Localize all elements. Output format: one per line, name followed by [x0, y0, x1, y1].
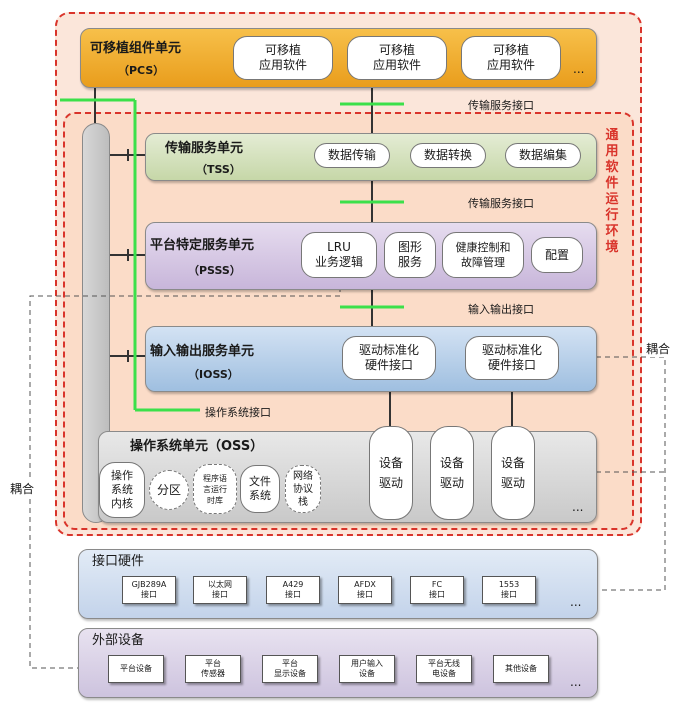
hw-item-ethernet: 以太网 接口: [193, 576, 247, 604]
ext-item-user-input: 用户输入 设备: [339, 655, 395, 683]
hw-item-gjb289a: GJB289A 接口: [122, 576, 176, 604]
psss-title: 平台特定服务单元: [150, 238, 255, 253]
ext-item-other-device: 其他设备: [493, 655, 549, 683]
oss-title: 操作系统单元（OSS）: [130, 439, 264, 454]
oss-item-kernel: 操作 系统 内核: [99, 462, 145, 518]
pcs-abbr: （PCS）: [118, 64, 165, 77]
oss-item-runtime-lib: 程序语 言运行 时库: [193, 464, 237, 514]
transport-interface-label-2: 传输服务接口: [468, 197, 534, 210]
psss-item-graphics: 图形 服务: [384, 232, 436, 278]
pcs-app-1: 可移植 应用软件: [233, 36, 333, 80]
interface-hardware-title: 接口硬件: [92, 554, 145, 569]
hw-item-afdx: AFDX 接口: [338, 576, 392, 604]
psss-abbr: （PSSS）: [188, 264, 241, 277]
pcs-app-3: 可移植 应用软件: [461, 36, 561, 80]
tss-item-data-marshalling: 数据编集: [505, 143, 581, 168]
tss-item-data-conversion: 数据转换: [410, 143, 486, 168]
ext-item-radio-device: 平台无线 电设备: [416, 655, 472, 683]
ioss-item-driver-hw-2: 驱动标准化 硬件接口: [465, 336, 559, 380]
pcs-title: 可移植组件单元: [90, 41, 182, 56]
external-devices-title: 外部设备: [92, 633, 145, 648]
oss-more: ...: [572, 500, 584, 514]
psss-item-lru-logic: LRU 业务逻辑: [301, 232, 377, 278]
os-interface-label: 操作系统接口: [205, 406, 271, 419]
ext-more: ...: [570, 675, 582, 689]
ext-item-platform-device: 平台设备: [108, 655, 164, 683]
ioss-title: 输入输出服务单元: [150, 344, 255, 359]
coupling-label-right: 耦合: [646, 340, 671, 357]
oss-item-partition: 分区: [149, 470, 189, 510]
hw-more: ...: [570, 595, 582, 609]
ioss-item-driver-hw-1: 驱动标准化 硬件接口: [342, 336, 436, 380]
oss-driver-2: 设备 驱动: [430, 426, 474, 520]
ext-item-platform-display: 平台 显示设备: [262, 655, 318, 683]
tss-item-data-transfer: 数据传输: [314, 143, 390, 168]
runtime-env-label: 通用软件运行环境: [605, 128, 619, 255]
transport-interface-label-1: 传输服务接口: [468, 99, 534, 112]
tss-title: 传输服务单元: [165, 141, 244, 156]
oss-driver-1: 设备 驱动: [369, 426, 413, 520]
oss-item-file-system: 文件 系统: [240, 465, 280, 513]
ext-item-platform-sensor: 平台 传感器: [185, 655, 241, 683]
hw-item-1553: 1553 接口: [482, 576, 536, 604]
psss-item-health-mgmt: 健康控制和 故障管理: [442, 232, 524, 278]
oss-driver-3: 设备 驱动: [491, 426, 535, 520]
pcs-more: ...: [573, 62, 585, 76]
oss-item-network-stack: 网络 协议 栈: [285, 465, 321, 513]
ioss-abbr: （IOSS）: [188, 368, 239, 381]
io-interface-label: 输入输出接口: [468, 303, 534, 316]
tss-abbr: （TSS）: [196, 163, 241, 176]
coupling-label-left: 耦合: [10, 480, 35, 497]
hw-item-fc: FC 接口: [410, 576, 464, 604]
psss-item-config: 配置: [531, 237, 583, 273]
hw-item-a429: A429 接口: [266, 576, 320, 604]
pcs-app-2: 可移植 应用软件: [347, 36, 447, 80]
